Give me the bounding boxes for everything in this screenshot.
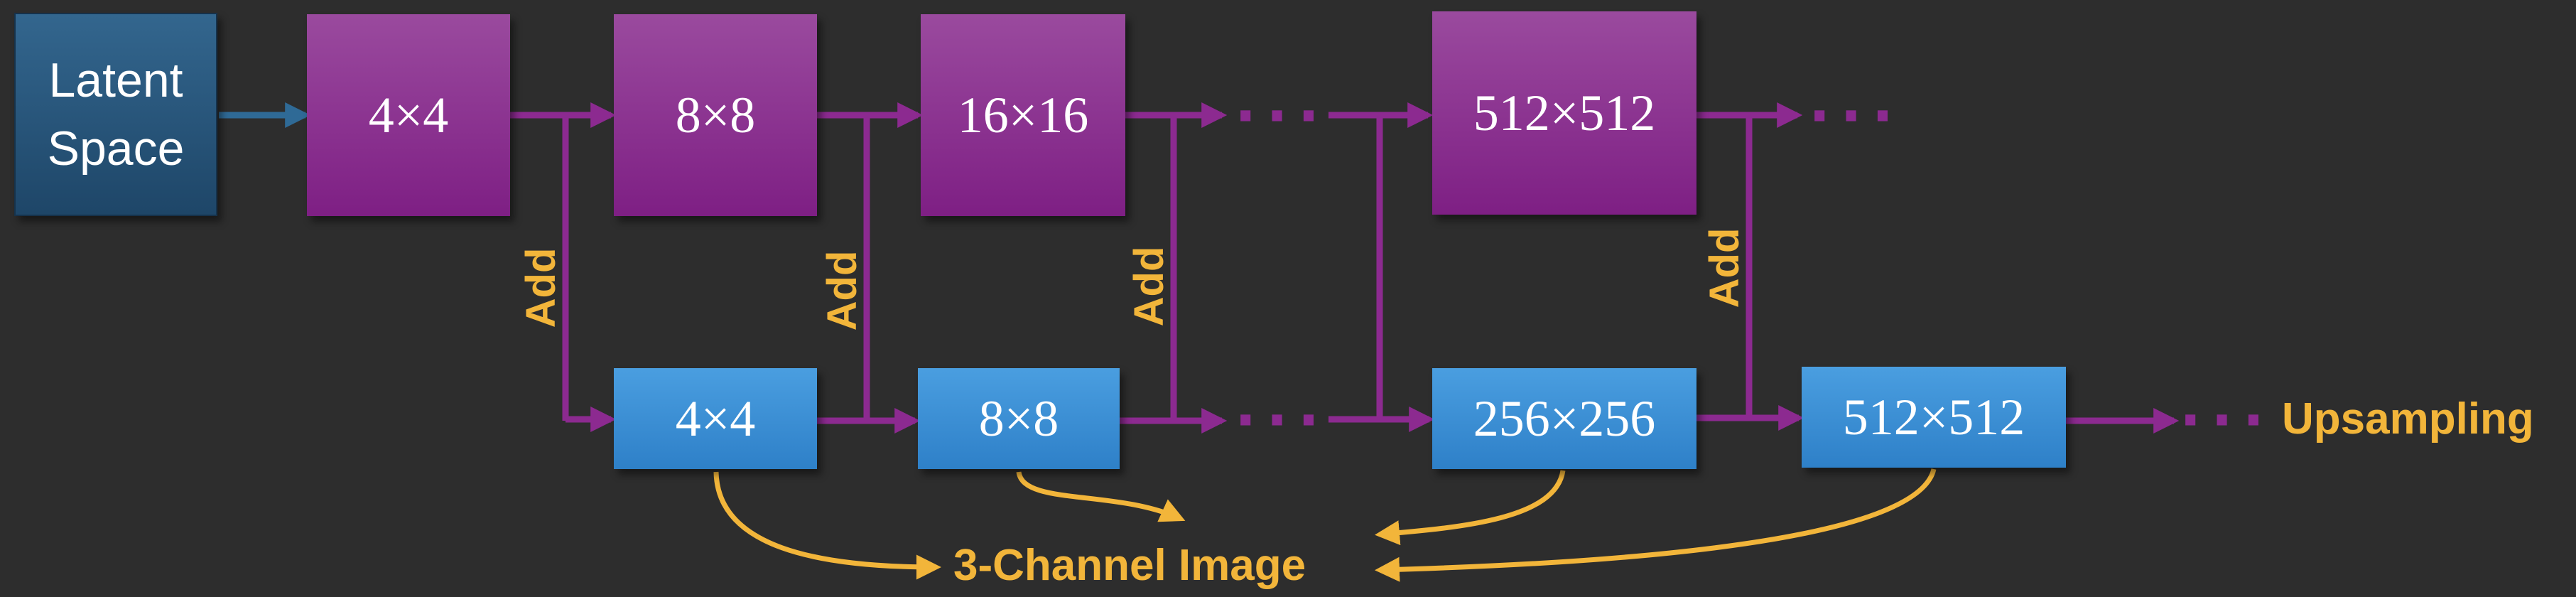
ellipsis-top-2: ··· [1809, 83, 1904, 149]
curve-512-to-image [1375, 468, 1937, 582]
curve-256-to-image [1375, 470, 1566, 546]
upsample-block-label: 256×256 [1473, 389, 1656, 447]
upsample-block-8x8: 8×8 [918, 368, 1120, 469]
ellipsis-bottom-1: ··· [1235, 387, 1330, 453]
progressive-block-label: 8×8 [675, 86, 756, 144]
upsample-block-label: 4×4 [675, 389, 756, 447]
add-label-1: Add [517, 247, 564, 328]
upsample-block-256x256: 256×256 [1432, 368, 1696, 469]
latent-space-box: Latent Space [14, 13, 217, 216]
progressive-block-label: 4×4 [368, 86, 449, 144]
upsampling-label: Upsampling [2282, 394, 2534, 443]
upsample-block-label: 512×512 [1842, 388, 2025, 446]
add-label-2: Add [818, 250, 865, 331]
curve-4x4-to-image [713, 471, 941, 580]
upsample-block-512x512: 512×512 [1802, 367, 2066, 468]
three-channel-image-label: 3-Channel Image [953, 541, 1306, 590]
ellipsis-top-1: ··· [1235, 83, 1330, 149]
curve-8x8-to-image [1016, 471, 1186, 522]
progressive-block-label: 512×512 [1473, 84, 1656, 141]
upsample-block-label: 8×8 [978, 389, 1059, 447]
ellipsis-bottom-2: ··· [2180, 387, 2275, 453]
progressive-block-label: 16×16 [957, 86, 1089, 144]
progressive-block-8x8: 8×8 [614, 14, 817, 216]
upsample-block-4x4: 4×4 [614, 368, 817, 469]
progressive-block-4x4: 4×4 [307, 14, 510, 216]
progressive-block-16x16: 16×16 [921, 14, 1125, 216]
add-label-4: Add [1701, 227, 1748, 308]
add-label-3: Add [1125, 246, 1172, 327]
latent-space-label: Latent Space [47, 53, 185, 176]
progressive-block-512x512: 512×512 [1432, 11, 1696, 215]
